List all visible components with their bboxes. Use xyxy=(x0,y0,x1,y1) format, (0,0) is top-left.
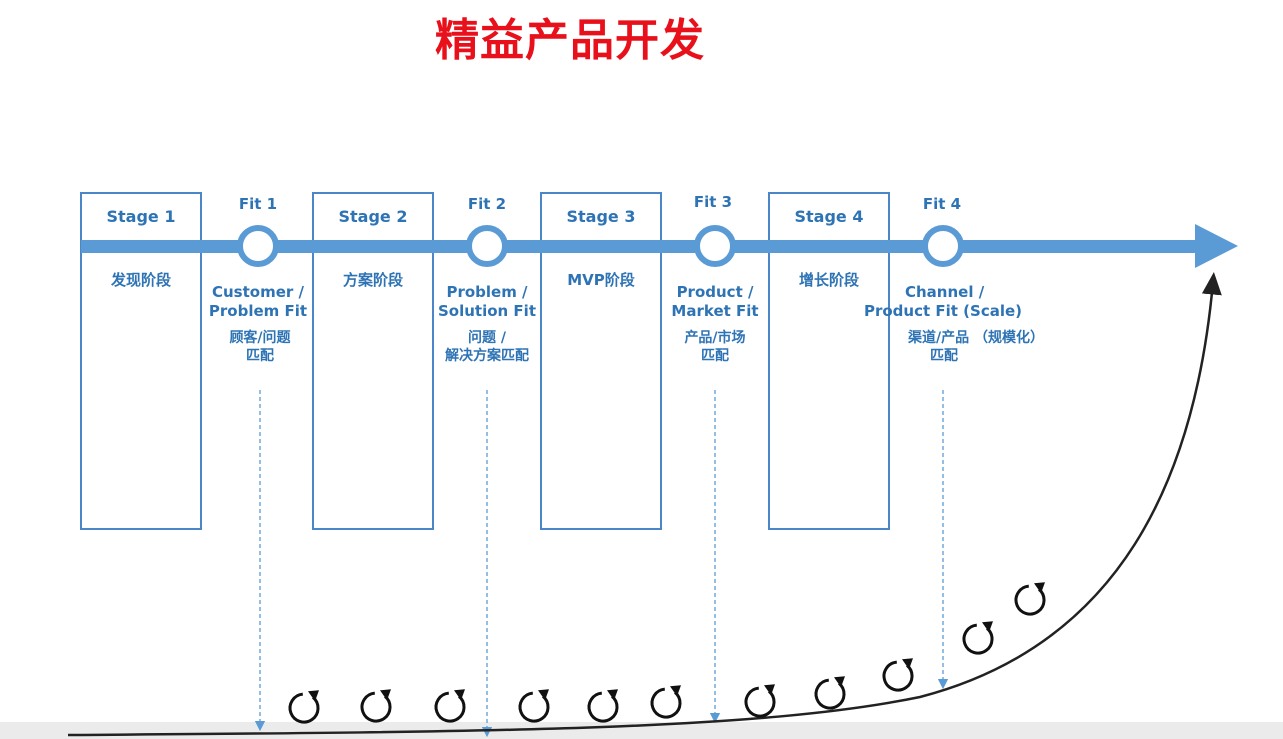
refresh-cycle-icon xyxy=(587,689,619,723)
fit-label-1: Fit 1 xyxy=(238,195,278,213)
fit-en-1-line-2: Problem Fit xyxy=(208,302,308,320)
stage-label-2: Stage 2 xyxy=(338,207,408,226)
stage-phase-1: 发现阶段 xyxy=(110,271,171,289)
fit-en-4: Channel / Product Fit (Scale) xyxy=(843,283,1043,321)
fit-cn-2-line-2: 解决方案匹配 xyxy=(445,348,529,364)
stage-label-1: Stage 1 xyxy=(106,207,176,226)
refresh-cycle-icon xyxy=(360,689,392,723)
fit-label-3: Fit 3 xyxy=(693,193,733,211)
fit-cn-3-line-2: 匹配 xyxy=(701,348,729,364)
fit-en-3-line-1: Product / xyxy=(676,283,754,301)
refresh-cycle-icon xyxy=(518,689,550,723)
fit-en-3: Product / Market Fit xyxy=(615,283,815,321)
stage-phase-3: MVP阶段 xyxy=(567,271,635,289)
fit-node-2 xyxy=(466,225,508,267)
fit-label-2: Fit 2 xyxy=(467,195,507,213)
fit-en-3-line-2: Market Fit xyxy=(671,302,759,320)
fit-label-4: Fit 4 xyxy=(922,195,962,213)
refresh-cycle-icon xyxy=(650,685,682,719)
fit-cn-2-line-1: 问题 / xyxy=(468,330,506,346)
refresh-cycle-icon xyxy=(744,684,776,718)
stage-phase-2: 方案阶段 xyxy=(342,271,403,289)
refresh-cycle-icon xyxy=(1014,582,1046,616)
fit-en-4-line-1: Channel / xyxy=(905,283,985,301)
bottom-band xyxy=(0,722,1283,739)
fit-cn-4-line-1: 渠道/产品 （规模化） xyxy=(908,330,1044,346)
fit-en-2: Problem / Solution Fit xyxy=(387,283,587,321)
fit-cn-4: 渠道/产品 （规模化） 匹配 xyxy=(878,329,1078,365)
stage-phase-4: 增长阶段 xyxy=(798,271,859,289)
growth-curve xyxy=(67,272,1222,737)
timeline-arrowhead xyxy=(1195,224,1238,268)
refresh-cycle-icon xyxy=(882,658,914,692)
fit-en-1: Customer / Problem Fit xyxy=(158,283,358,321)
refresh-cycle-icon xyxy=(962,621,994,655)
fit-en-2-line-1: Problem / xyxy=(446,283,528,301)
fit-cn-1-line-2: 匹配 xyxy=(246,348,274,364)
timeline-bar xyxy=(81,240,1201,253)
fit-en-2-line-2: Solution Fit xyxy=(437,302,536,320)
fit-cn-1: 顾客/问题 匹配 xyxy=(160,329,360,365)
fit-cn-3-line-1: 产品/市场 xyxy=(684,330,746,346)
fit-cn-3: 产品/市场 匹配 xyxy=(615,329,815,365)
refresh-cycle-icon xyxy=(814,676,846,710)
fit-node-4 xyxy=(922,225,964,267)
fit-en-4-line-2: Product Fit (Scale) xyxy=(863,302,1023,320)
refresh-cycle-icon xyxy=(288,690,320,724)
refresh-cycle-icon xyxy=(434,689,466,723)
fit-node-1 xyxy=(237,225,279,267)
stage-label-3: Stage 3 xyxy=(566,207,636,226)
fit-node-3 xyxy=(694,225,736,267)
fit-cn-2: 问题 / 解决方案匹配 xyxy=(387,329,587,365)
page-title: 精益产品开发 xyxy=(435,15,705,66)
fit-cn-4-line-2: 匹配 xyxy=(930,348,958,364)
stage-label-4: Stage 4 xyxy=(794,207,864,226)
fit-en-1-line-1: Customer / xyxy=(212,283,304,301)
fit-cn-1-line-1: 顾客/问题 xyxy=(229,330,291,346)
